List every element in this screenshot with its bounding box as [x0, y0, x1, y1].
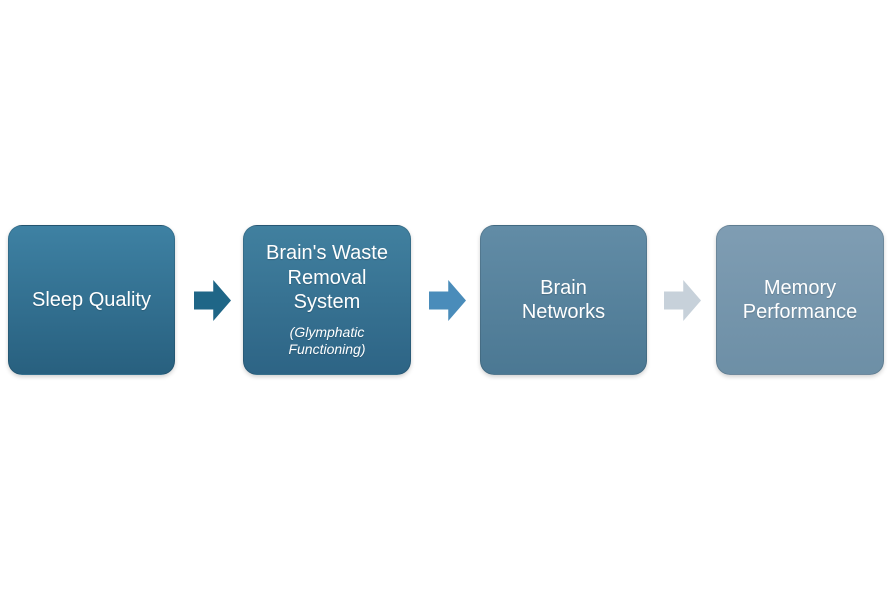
- flow-box-memory-performance: Memory Performance: [716, 225, 884, 375]
- box-title: Sleep Quality: [32, 288, 151, 311]
- box-title: Memory Performance: [742, 276, 858, 323]
- flow-box-sleep-quality: Sleep Quality: [8, 225, 175, 375]
- box-title: Brain Networks: [521, 276, 606, 323]
- right-arrow-icon: [429, 280, 466, 321]
- right-arrow-icon: [194, 280, 231, 321]
- right-arrow-icon: [664, 280, 701, 321]
- box-subtitle: (Glymphatic Functioning): [288, 323, 366, 358]
- flow-box-brains-waste-removal-system: Brain's Waste Removal System (Glymphatic…: [243, 225, 411, 375]
- box-title: Brain's Waste Removal System: [265, 242, 388, 314]
- flow-box-brain-networks: Brain Networks: [480, 225, 647, 375]
